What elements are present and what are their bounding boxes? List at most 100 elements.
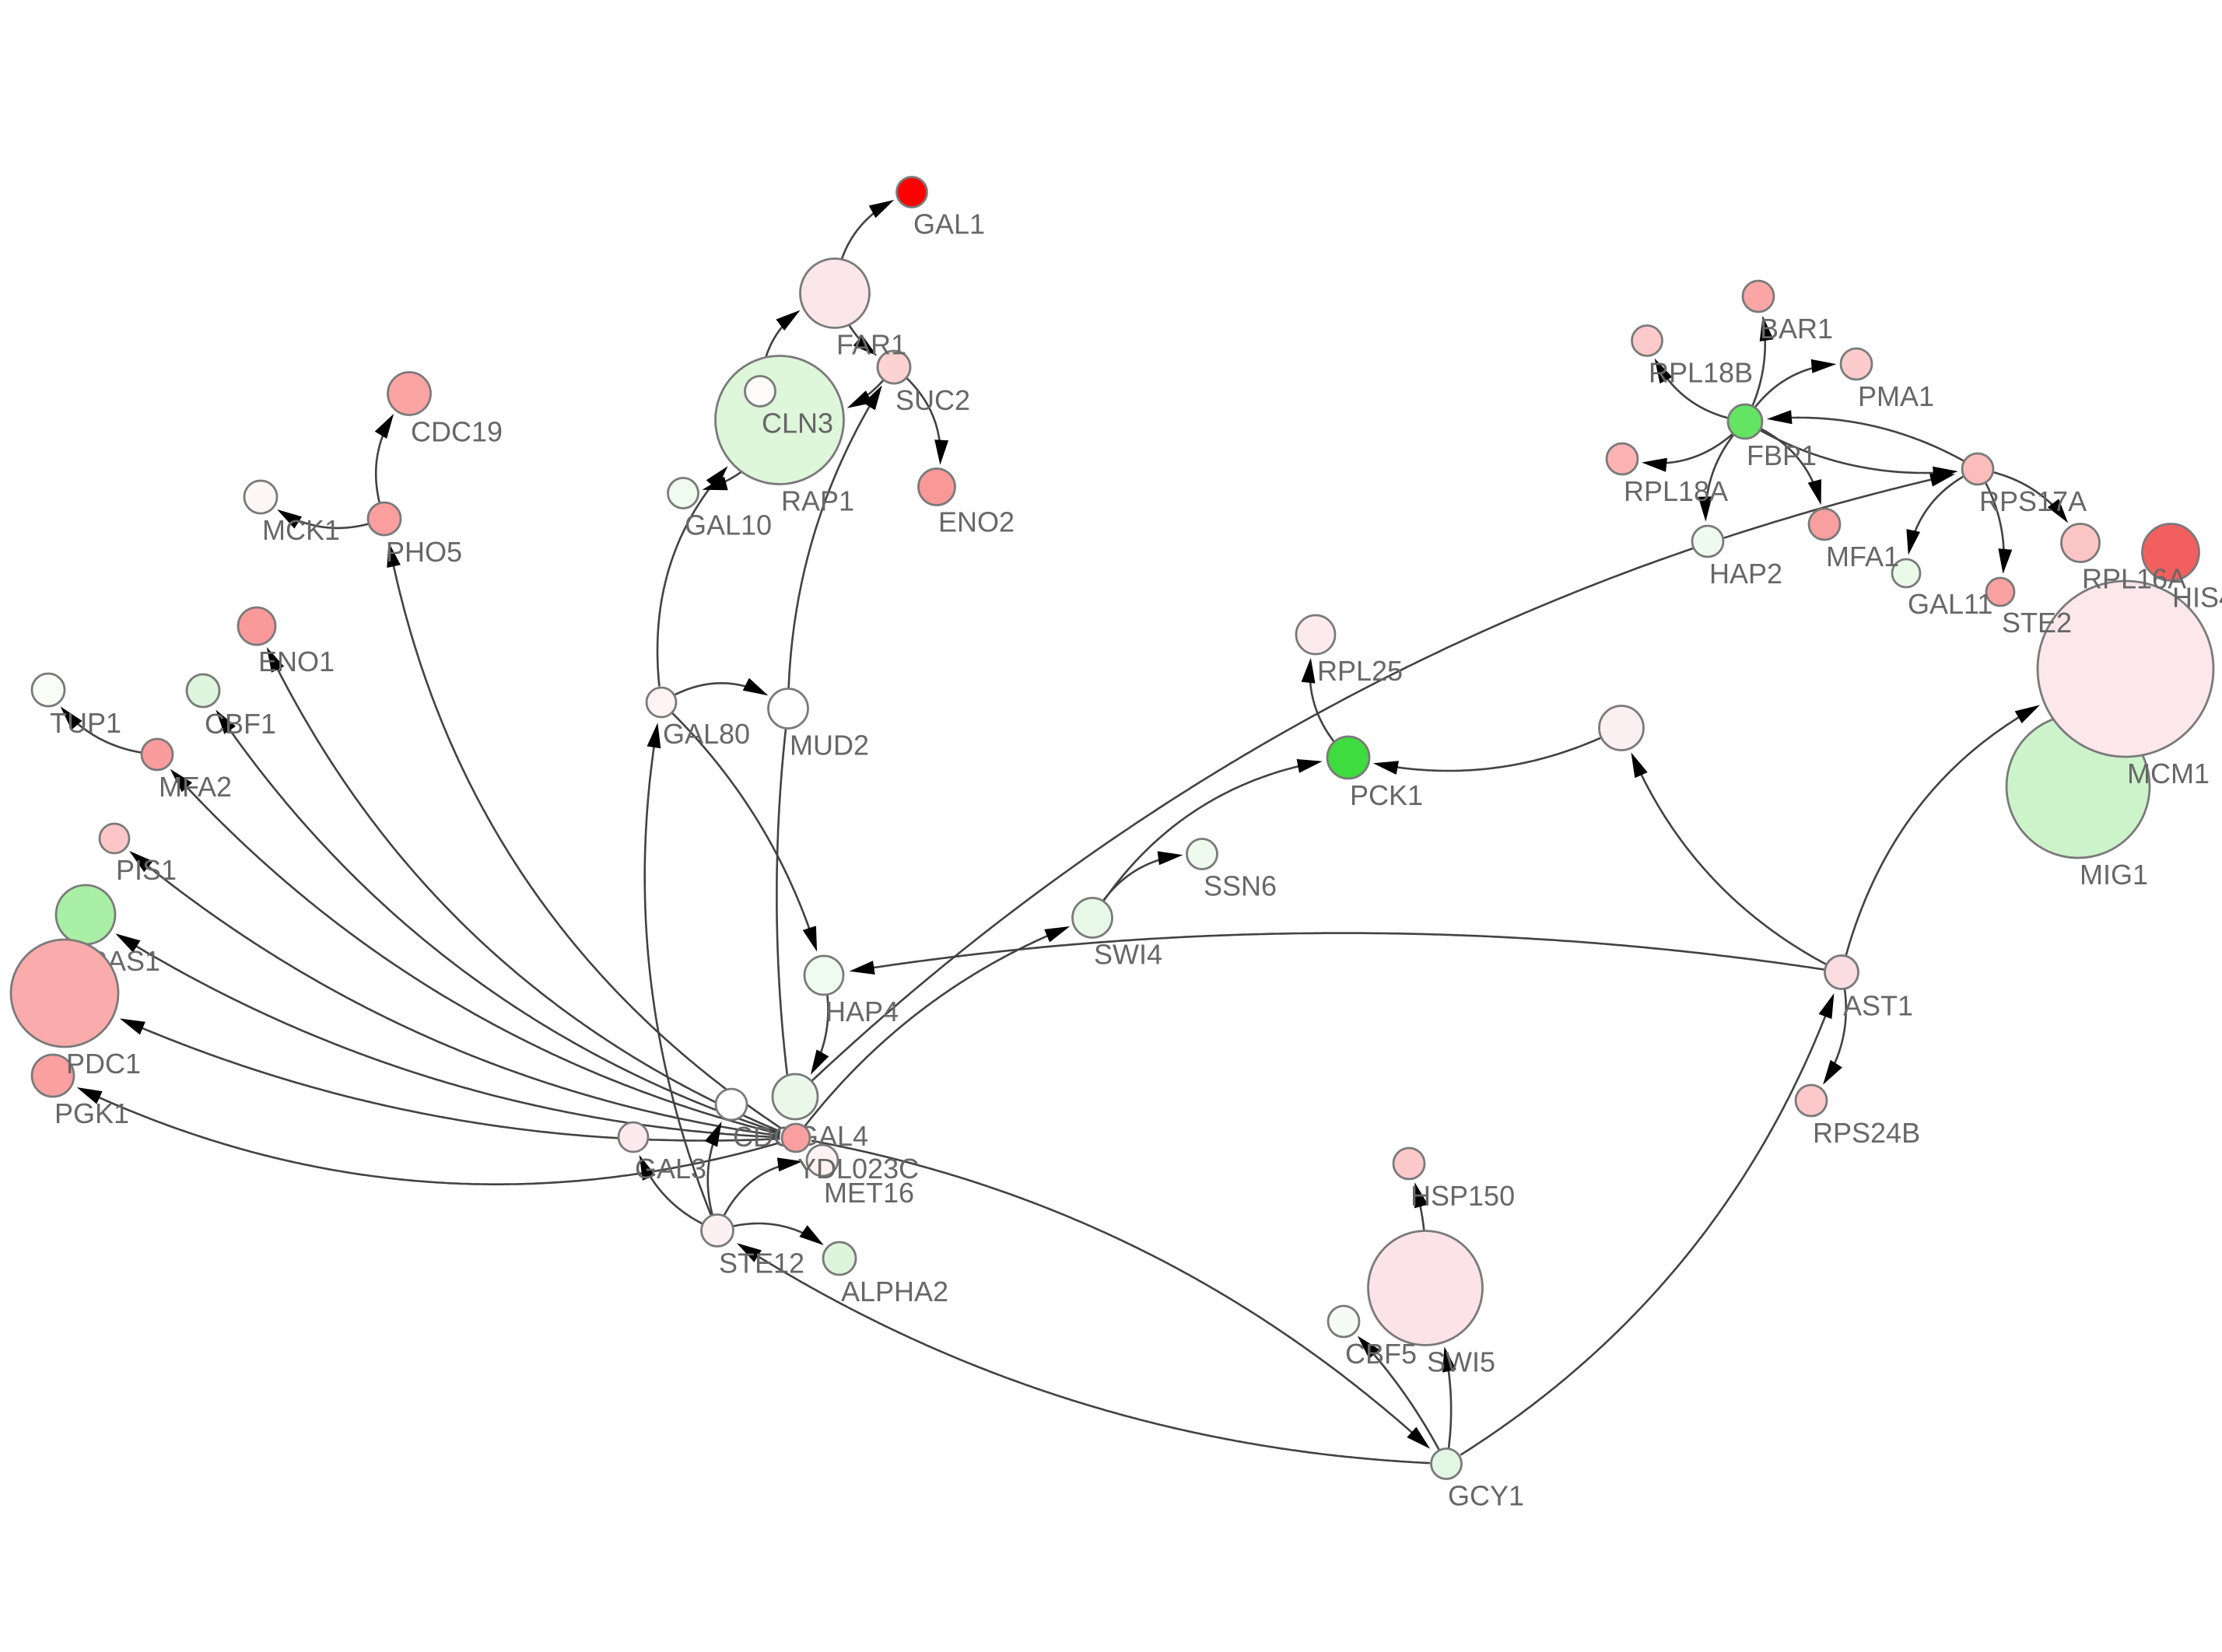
edge-SUC2-RAP1[interactable] — [864, 379, 885, 398]
edge-YDL023C-ENO1[interactable] — [274, 664, 781, 1133]
edge-PHO5-MCK1[interactable] — [294, 518, 370, 530]
edge-AST1-MCM1[interactable] — [1845, 714, 2024, 956]
node-SSN6[interactable] — [1186, 838, 1218, 870]
node-PMA1[interactable] — [1839, 347, 1873, 381]
node-STE2[interactable] — [1985, 576, 2016, 607]
node-SWI4[interactable] — [1071, 897, 1113, 939]
node-RAS1[interactable] — [54, 884, 117, 946]
node-GAL10[interactable] — [667, 477, 699, 509]
node-RPL16A[interactable] — [2060, 523, 2101, 563]
edge-PCK1-RPL25[interactable] — [1309, 678, 1335, 743]
edge-STE12-ALPHA2[interactable] — [732, 1222, 807, 1236]
edge-STE12-MET16[interactable] — [723, 1164, 783, 1216]
edge-GAL80-MUD2[interactable] — [674, 682, 750, 696]
edge-FBP1-RPL18B[interactable] — [1664, 375, 1729, 419]
edge-FBP1-RPL18A[interactable] — [1662, 432, 1733, 464]
edge-YDL023C-SWI4[interactable] — [804, 933, 1052, 1128]
node-PCK1[interactable] — [1326, 735, 1371, 780]
node-TUP1[interactable] — [30, 672, 66, 708]
edge-AST1-HAP4[interactable] — [870, 932, 1825, 971]
edge-RPS17A-STE2[interactable] — [1985, 482, 2005, 554]
node-MCM1[interactable] — [2036, 579, 2215, 758]
node-RPL18A[interactable] — [1605, 442, 1639, 476]
node-GAL3[interactable] — [617, 1121, 650, 1153]
edge-SWI4-PCK1[interactable] — [1102, 764, 1303, 901]
edge-NONAME-PCK1[interactable] — [1393, 737, 1601, 772]
node-HAP4[interactable] — [803, 954, 845, 996]
node-MCK1[interactable] — [243, 479, 279, 515]
edge-HAP4-GAL4[interactable] — [818, 994, 829, 1057]
node-RPL18B[interactable] — [1631, 324, 1663, 357]
node-ALPHA2[interactable] — [822, 1241, 857, 1276]
edge-RPS17A-FBP1[interactable] — [1786, 416, 1965, 463]
node-STE12[interactable] — [700, 1213, 734, 1248]
edge-GAL4-RPS17A[interactable] — [811, 477, 1939, 1082]
node-PHO5[interactable] — [366, 501, 402, 537]
node-BAR1[interactable] — [1741, 279, 1775, 313]
node-GAL80[interactable] — [645, 686, 678, 719]
node-SUC2[interactable] — [876, 349, 912, 385]
edge-FBP1-RPS17A[interactable] — [1760, 429, 1938, 474]
edge-FAR1-GAL1[interactable] — [840, 209, 878, 260]
node-YDL023C[interactable] — [780, 1122, 811, 1153]
node-HAP2[interactable] — [1691, 524, 1725, 558]
edge-GCY1-CBF5[interactable] — [1369, 1349, 1440, 1451]
node-RPS24B[interactable] — [1794, 1083, 1828, 1118]
edge-SUC2-ENO2[interactable] — [906, 376, 941, 445]
node-ENO1[interactable] — [237, 606, 277, 646]
node-RPS17A[interactable] — [1961, 452, 1995, 486]
edge-YDL023C-RAS1[interactable] — [131, 943, 780, 1139]
edge-GAL80-HAP4[interactable] — [671, 712, 812, 934]
edge-GAL80-RAP1[interactable] — [656, 481, 716, 687]
node-PIS1[interactable] — [98, 822, 131, 855]
node-GAL11[interactable] — [1891, 558, 1922, 589]
node-CBF5[interactable] — [1327, 1304, 1361, 1339]
edge-MUD2-SUC2[interactable] — [787, 401, 873, 689]
edge-AST1-NONAME[interactable] — [1638, 770, 1827, 965]
edge-STE12-GAL80[interactable] — [643, 740, 713, 1216]
edge-YDL023C-MFA2[interactable] — [184, 785, 781, 1136]
node-RPL25[interactable] — [1295, 614, 1337, 656]
node-AST1[interactable] — [1824, 954, 1859, 990]
node-ENO2[interactable] — [917, 467, 956, 506]
node-GAL4[interactable] — [771, 1073, 819, 1121]
edge-GCY1-AST1[interactable] — [1460, 1010, 1828, 1456]
edge-PHO5-CDC19[interactable] — [374, 431, 386, 503]
node-FBP1[interactable] — [1726, 403, 1764, 440]
edge-MUD2-YDL023C[interactable] — [776, 728, 791, 1099]
edge-YDL023C-GCY1[interactable] — [811, 1139, 1418, 1437]
edge-YDL023C-CBF1[interactable] — [226, 725, 781, 1134]
edge-FBP1-HAP2[interactable] — [1705, 433, 1735, 502]
node-MUD2[interactable] — [767, 688, 809, 730]
node-PGK1[interactable] — [30, 1053, 75, 1098]
edge-FBP1-BAR1[interactable] — [1751, 335, 1766, 407]
edge-SWI5-HSP150[interactable] — [1418, 1202, 1425, 1231]
edge-YDL023C-PHO5[interactable] — [391, 561, 783, 1130]
node-CLN3[interactable] — [744, 375, 776, 408]
edge-YDL023C-PGK1[interactable] — [94, 1094, 780, 1185]
edge-FBP1-MFA1[interactable] — [1760, 427, 1816, 486]
node-PDC1[interactable] — [9, 938, 120, 1048]
node-HSP150[interactable] — [1392, 1146, 1426, 1181]
node-HIS4[interactable] — [2141, 523, 2200, 582]
node-GCY1[interactable] — [1430, 1447, 1463, 1480]
node-SWI5[interactable] — [1367, 1230, 1484, 1346]
edge-FBP1-PMA1[interactable] — [1754, 366, 1817, 408]
node-MFA1[interactable] — [1807, 507, 1842, 541]
edge-STE12-GAL3[interactable] — [647, 1173, 703, 1225]
node-CDC6[interactable] — [714, 1087, 748, 1122]
edge-AST1-RPS24B[interactable] — [1831, 989, 1847, 1068]
node-MET16[interactable] — [805, 1143, 839, 1178]
edge-YDL023C-PIS1[interactable] — [145, 864, 780, 1137]
edge-YDL023C-PDC1[interactable] — [136, 1025, 780, 1142]
node-NONAME[interactable] — [1598, 705, 1645, 751]
edge-RPS17A-GAL11[interactable] — [1912, 475, 1964, 536]
node-CDC19[interactable] — [387, 371, 432, 416]
node-CBF1[interactable] — [185, 673, 221, 709]
edge-STE12-CDC6[interactable] — [706, 1139, 716, 1216]
edge-GCY1-STE12[interactable] — [752, 1252, 1430, 1465]
edge-RPS17A-RPL16A[interactable] — [1992, 471, 2056, 509]
node-GAL1[interactable] — [895, 176, 928, 208]
edge-MFA2-TUP1[interactable] — [73, 720, 142, 754]
node-FAR1[interactable] — [799, 257, 871, 329]
